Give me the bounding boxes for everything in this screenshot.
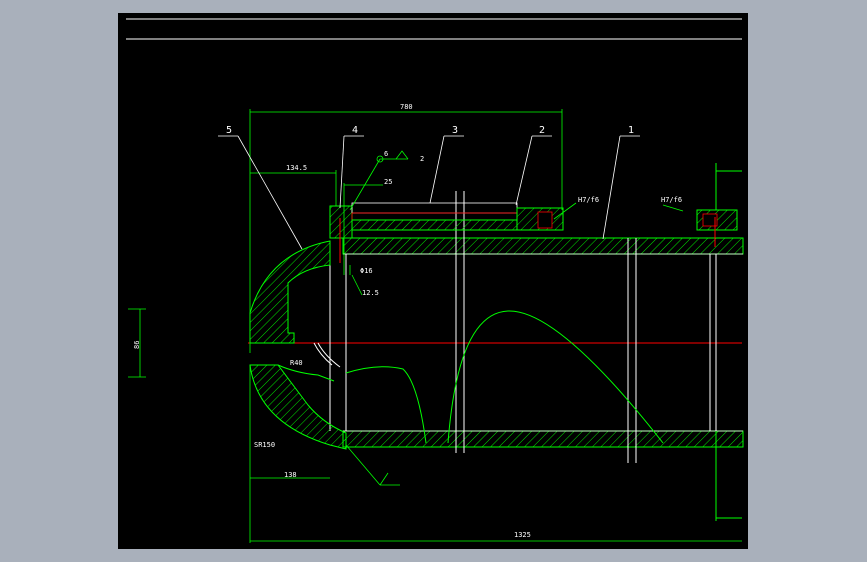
- right-flange: [696, 163, 742, 521]
- part-label-2: 2: [539, 125, 545, 136]
- cad-viewport[interactable]: 5 4 3 2 1 780 134.5 25 Φ16 12.5 86 138 1…: [118, 13, 748, 549]
- weld-ref-label: 2: [420, 155, 424, 163]
- part-label-1: 1: [628, 125, 634, 136]
- dim-vertical-left: 86: [133, 341, 141, 349]
- radius-inner-label: R40: [290, 359, 303, 367]
- weld-size-label: 6: [384, 150, 388, 158]
- part-label-4: 4: [352, 125, 358, 136]
- dim-bottom-overall: 1325: [514, 531, 531, 539]
- dim-bottom-left: 138: [284, 471, 297, 479]
- dim-offset-left: 134.5: [286, 164, 307, 172]
- title-frame: [126, 18, 742, 40]
- dim-hole-dia: Φ16: [360, 267, 373, 275]
- flange-assembly: [329, 202, 564, 263]
- part-leaders: [218, 135, 684, 250]
- engineering-drawing: 5 4 3 2 1 780 134.5 25 Φ16 12.5 86 138 1…: [126, 18, 744, 543]
- part-label-5: 5: [226, 125, 232, 136]
- dimension-lines: [128, 109, 742, 543]
- dim-top-overall: 780: [400, 103, 413, 111]
- fit-right-label: H7/f6: [661, 196, 682, 204]
- sphere-radius-label: SR150: [254, 441, 275, 449]
- dim-inner-len: 25: [384, 178, 392, 186]
- spherical-head: [249, 240, 347, 450]
- part-label-3: 3: [452, 125, 458, 136]
- dim-hole-depth: 12.5: [362, 289, 379, 297]
- internal-curves: [345, 310, 664, 444]
- fit-left-label: H7/f6: [578, 196, 599, 204]
- pipe-body: [329, 191, 744, 463]
